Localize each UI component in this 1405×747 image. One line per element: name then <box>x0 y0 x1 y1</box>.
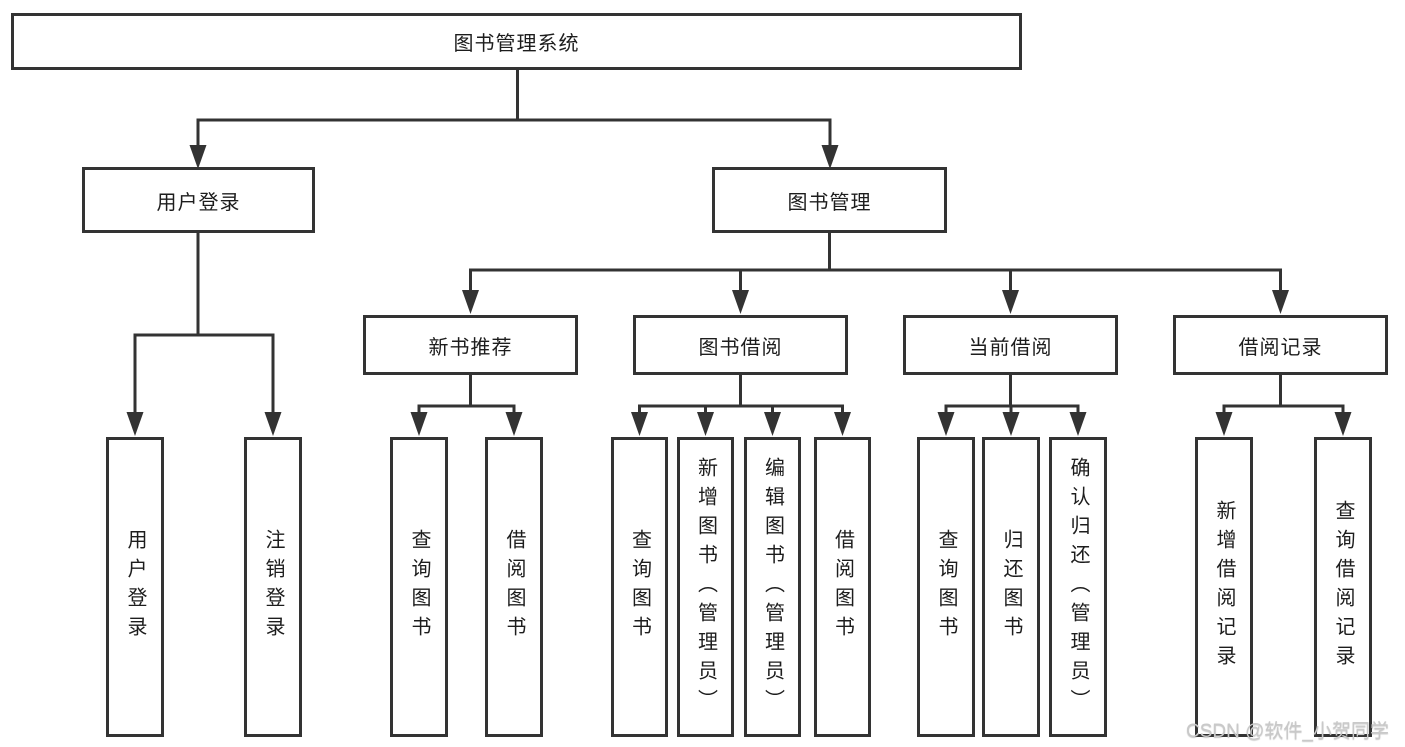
node-current-borrowing: 当前借阅 <box>903 315 1118 375</box>
leaf-borrow-books-newbook: 借阅图书 <box>485 437 543 737</box>
node-library-management-system: 图书管理系统 <box>11 13 1022 70</box>
leaf-add-borrow-record: 新增借阅记录 <box>1195 437 1253 737</box>
node-book-management: 图书管理 <box>712 167 947 233</box>
node-book-borrowing: 图书借阅 <box>633 315 848 375</box>
leaf-query-books-borrow: 查询图书 <box>611 437 668 737</box>
leaf-edit-books-admin: 编辑图书（管理员） <box>744 437 801 737</box>
leaf-borrow-books: 借阅图书 <box>814 437 871 737</box>
node-borrowing-records: 借阅记录 <box>1173 315 1388 375</box>
leaf-query-borrow-record: 查询借阅记录 <box>1314 437 1372 737</box>
leaf-add-books-admin: 新增图书（管理员） <box>677 437 734 737</box>
leaf-confirm-return-admin: 确认归还（管理员） <box>1049 437 1107 737</box>
node-user-login: 用户登录 <box>82 167 315 233</box>
node-new-book-recommendation: 新书推荐 <box>363 315 578 375</box>
arrowhead-icons <box>126 145 1352 436</box>
csdn-watermark: CSDN @软件_小贺同学 <box>1186 721 1389 742</box>
leaf-query-books-current: 查询图书 <box>917 437 975 737</box>
leaf-logout: 注销登录 <box>244 437 302 737</box>
leaf-return-books: 归还图书 <box>982 437 1040 737</box>
leaf-user-login: 用户登录 <box>106 437 164 737</box>
leaf-query-books-newbook: 查询图书 <box>390 437 448 737</box>
